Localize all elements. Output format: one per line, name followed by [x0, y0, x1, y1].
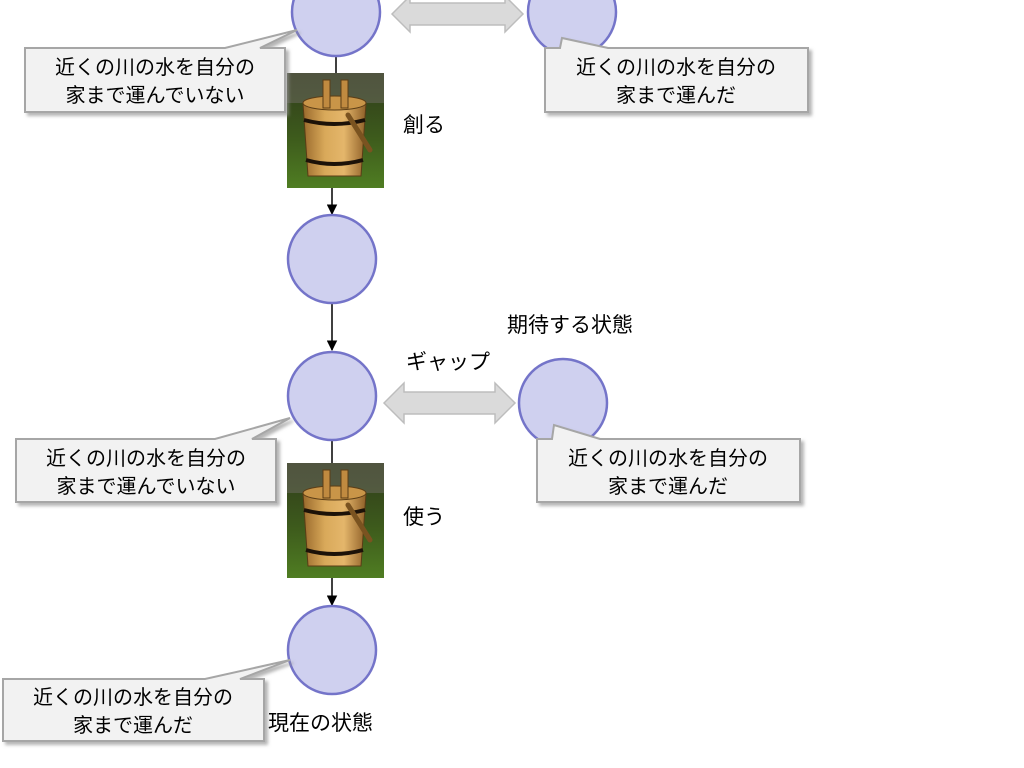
- callout-top-left: 近くの川の水を自分の 家まで運んでいない: [24, 29, 298, 113]
- callout-text-line2: 家まで運んだ: [73, 713, 193, 737]
- callout-text-line1: 近くの川の水を自分の: [576, 55, 776, 79]
- state-circle-middle: [286, 213, 378, 305]
- current-state-circle: [286, 604, 378, 696]
- gap-double-arrow: [382, 381, 517, 425]
- state-circle-top-left: [290, 0, 382, 58]
- callout-text-line1: 近くの川の水を自分の: [568, 446, 768, 470]
- expected-state-label: 期待する状態: [507, 313, 633, 337]
- callout-text-line1: 近くの川の水を自分の: [46, 446, 246, 470]
- gap-double-arrow-top: [390, 0, 525, 34]
- callout-text-line2: 家まで運んだ: [608, 474, 728, 498]
- callout-bottom-left: 近くの川の水を自分の 家まで運んだ: [2, 659, 291, 742]
- current-state-label: 現在の状態: [268, 711, 373, 735]
- step-label-create: 創る: [403, 113, 445, 137]
- callout-text-line2: 家まで運んでいない: [57, 474, 236, 498]
- callout-text-line1: 近くの川の水を自分の: [55, 55, 255, 79]
- bucket-image-top: [287, 73, 384, 188]
- bucket-image-bottom: [287, 463, 384, 578]
- callout-text-line2: 家まで運んだ: [616, 83, 736, 107]
- callout-top-right: 近くの川の水を自分の 家まで運んだ: [544, 36, 809, 113]
- state-circle-gap-left: [286, 350, 378, 442]
- callout-mid-left: 近くの川の水を自分の 家まで運んでいない: [15, 417, 291, 503]
- callout-text-line2: 家まで運んでいない: [66, 83, 245, 107]
- callout-text-line1: 近くの川の水を自分の: [33, 685, 233, 709]
- step-label-use: 使う: [403, 505, 445, 529]
- gap-label: ギャップ: [406, 350, 490, 374]
- callout-mid-right: 近くの川の水を自分の 家まで運んだ: [536, 423, 801, 503]
